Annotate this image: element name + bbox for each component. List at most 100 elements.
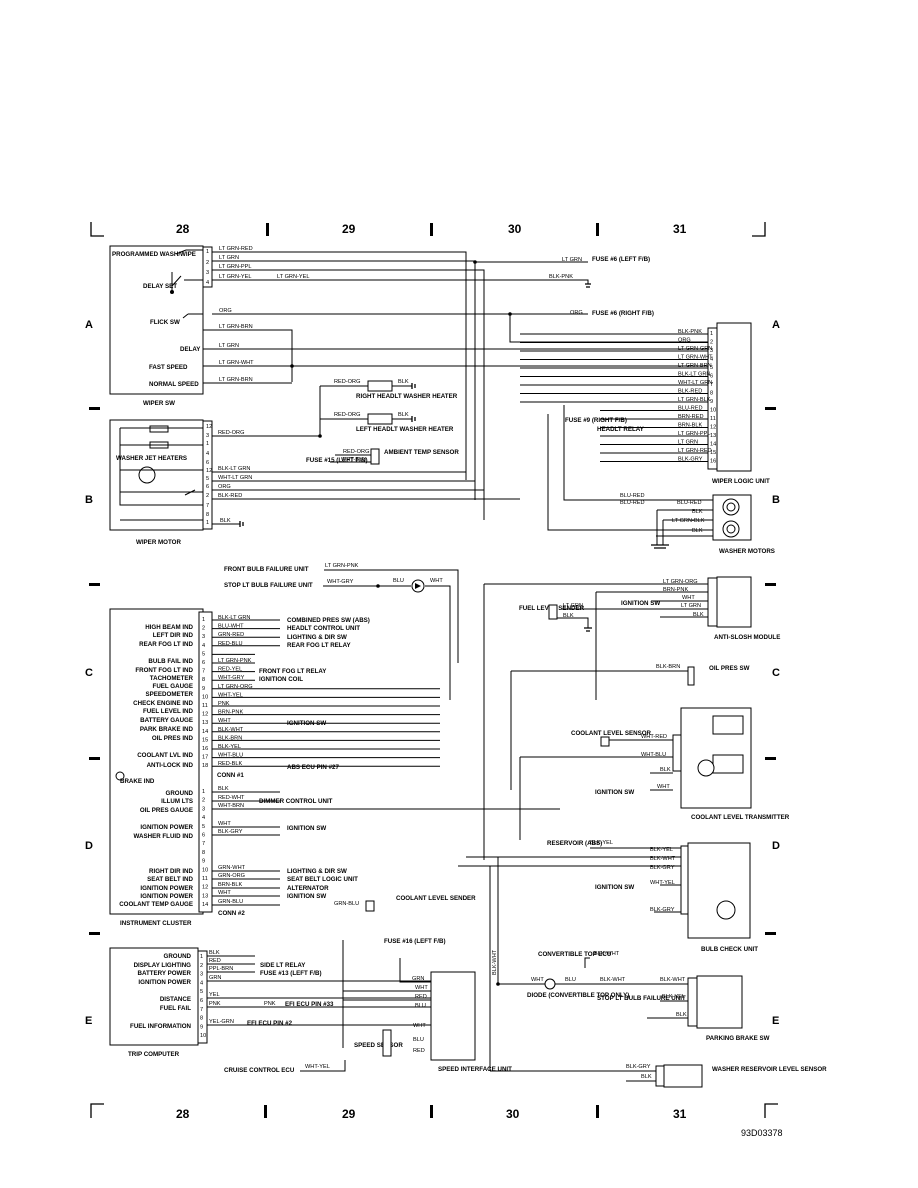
wire-label: BLK-WHT — [650, 856, 676, 862]
pin: 15 — [710, 450, 716, 456]
wire-label: BLK-PNK — [678, 329, 702, 335]
anti-slosh-title: ANTI-SLOSH MODULE — [714, 634, 780, 641]
headlight-heaters: RED-ORG BLK RIGHT HEADLT WASHER HEATER R… — [306, 379, 459, 465]
pin: 6 — [202, 833, 205, 839]
dest-label: LIGHTING & DIR SW — [287, 868, 347, 875]
cluster-label: RIGHT DIR IND — [149, 868, 194, 875]
label: DELAY — [180, 346, 201, 353]
wire-label: BLK-GRY — [650, 865, 675, 871]
grid-col: 30 — [506, 1107, 520, 1121]
grid-row: A — [772, 319, 780, 331]
wire-label: BRN-BLK — [218, 882, 243, 888]
front-bulb-label: FRONT BULB FAILURE UNIT — [224, 566, 309, 573]
pin: 4 — [206, 280, 209, 286]
wire-label: WHT-GRY — [327, 579, 354, 585]
relay-label: HEADLT RELAY — [597, 426, 645, 433]
coolant-level-transmitter: COOLANT LEVEL TRANSMITTER COOLANT LEVEL … — [519, 707, 790, 840]
pin: 14 — [710, 442, 716, 448]
wire-label: LT GRN — [219, 343, 239, 349]
wire-label: PNK — [264, 1001, 276, 1007]
registration-marks — [90, 222, 778, 1118]
pin: 2 — [206, 493, 209, 499]
wire-label: PPL-BRN — [209, 966, 233, 972]
pin: 15 — [202, 737, 208, 743]
wiper-sw-wires: LT GRN-RED LT GRN LT GRN-PPL LT GRN-YEL … — [212, 246, 717, 520]
wire-label: BLK — [676, 1012, 687, 1018]
pin: 11 — [202, 703, 208, 709]
wire-label: WHT-BRN — [218, 803, 244, 809]
washer-motors: WASHER MOTORS BLU-RED BLU-RED BLU-RED BL… — [547, 405, 775, 555]
wire-label: BLK-RED — [218, 493, 242, 499]
cluster-label: SPEEDOMETER — [146, 691, 194, 698]
wire-label: BLU-RED — [678, 406, 703, 412]
pin: 10 — [710, 408, 716, 414]
pin: 2 — [710, 340, 713, 346]
wiper-logic-unit: WIPER LOGIC UNIT FUSE #6 (LEFT F/B) LT G… — [475, 256, 770, 485]
anti-slosh-module: ANTI-SLOSH MODULE LT GRN-ORG BRN-PNK WHT… — [483, 576, 780, 860]
pin: 16 — [710, 459, 716, 465]
wire-label: BLK — [398, 379, 409, 385]
wire-label: PNK — [209, 1001, 221, 1007]
pin: 1 — [202, 617, 205, 623]
left-heater-label: LEFT HEADLT WASHER HEATER — [356, 426, 454, 433]
pin: 4 — [202, 815, 205, 821]
dest-label: ABS ECU PIN #27 — [287, 764, 339, 771]
wire-label: LT GRN-WHT — [219, 360, 254, 366]
pin: 1 — [206, 520, 209, 526]
wire-label: LT GRN-BRN — [219, 324, 253, 330]
dest-label: FRONT FOG LT RELAY — [259, 668, 327, 675]
bulb-check-unit: BULB CHECK UNIT RESERVOIR (ABS) BLK-YEL … — [458, 840, 758, 953]
washer-motors-title: WASHER MOTORS — [719, 548, 775, 555]
wire-label: WHT — [531, 977, 544, 983]
cluster-label: BULB FAIL IND — [148, 658, 193, 665]
ambient-sensor-label: AMBIENT TEMP SENSOR — [384, 449, 459, 456]
trip-label: FUEL FAIL — [160, 1005, 191, 1012]
wire-label: BLU-RED — [620, 500, 645, 506]
wire-label: BLK — [563, 613, 574, 619]
trip-label: IGNITION POWER — [138, 979, 191, 986]
right-heater-label: RIGHT HEADLT WASHER HEATER — [356, 393, 458, 400]
pin: 7 — [202, 669, 205, 675]
pin: 3 — [206, 433, 209, 439]
pin: 1 — [710, 331, 713, 337]
dest-label: IGNITION SW — [287, 720, 326, 727]
pin: 10 — [200, 1033, 206, 1039]
bulb-check-title: BULB CHECK UNIT — [701, 946, 758, 953]
wire-label: LT GRN-ORG — [663, 579, 698, 585]
wiper-sw-title: WIPER SW — [143, 400, 175, 407]
wire-label: LT GRN-PNK — [325, 563, 359, 569]
grid-columns-top: 28 29 30 31 — [176, 222, 687, 236]
pin: 13 — [202, 893, 208, 899]
pin: 3 — [202, 806, 205, 812]
grid-col: 30 — [508, 222, 522, 236]
wire-label: WHT — [218, 718, 231, 724]
wire-label: WHT-LT GRN — [218, 475, 252, 481]
grid-col: 31 — [673, 222, 687, 236]
pin: 8 — [200, 1016, 203, 1022]
wire-label: WHT — [218, 890, 231, 896]
label: WASHER JET HEATERS — [116, 455, 187, 462]
pin: 1 — [206, 441, 209, 447]
cluster-title: INSTRUMENT CLUSTER — [120, 920, 192, 927]
pin: 8 — [206, 512, 209, 518]
fuse-label: FUSE #15 (LEFT F/B) — [306, 457, 368, 464]
cluster-label: IGNITION POWER — [140, 893, 193, 900]
pin: 2 — [200, 963, 203, 969]
grid-row: E — [772, 1015, 779, 1027]
cluster-label: FUEL LEVEL IND — [143, 708, 193, 715]
wire-label: RED-ORG — [334, 379, 360, 385]
wire-label: BLK-YEL — [662, 994, 685, 1000]
wire-label: BLK-GRY — [626, 1064, 651, 1070]
wire-label: WHT — [415, 985, 428, 991]
pin: 7 — [710, 382, 713, 388]
wire-label: BRN-PNK — [663, 587, 688, 593]
wire-label: RED — [415, 994, 427, 1000]
pin: 7 — [206, 503, 209, 509]
grid-row: D — [85, 840, 93, 852]
speed-interface-unit: SPEED INTERFACE UNIT FUSE #16 (LEFT F/B)… — [224, 938, 512, 1074]
grid-row: E — [85, 1015, 92, 1027]
wiper-motor-title: WIPER MOTOR — [136, 539, 181, 546]
grid-row: D — [772, 840, 780, 852]
grid-col: 29 — [342, 222, 356, 236]
conn2-label: CONN #2 — [218, 910, 245, 917]
